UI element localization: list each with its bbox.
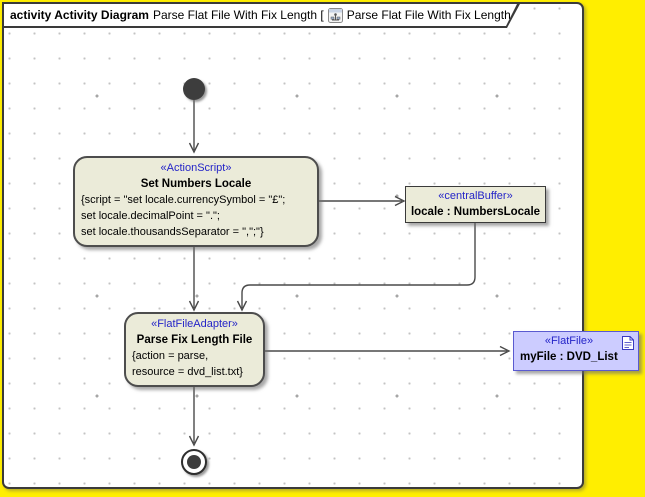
object-name: myFile : DVD_List xyxy=(520,351,618,363)
action-script-line: {action = parse, xyxy=(132,350,209,362)
frame-diagram-name: Parse Flat File With Fix Length [ xyxy=(152,8,324,22)
action-script-line: {script = "set locale.currencySymbol = "… xyxy=(81,194,286,206)
edge-parse-to-final[interactable] xyxy=(188,387,200,447)
edge-setlocale-to-buffer[interactable] xyxy=(319,195,406,207)
stereotype-label: «centralBuffer» xyxy=(438,190,513,202)
edge-initial-to-setlocale[interactable] xyxy=(188,100,200,154)
initial-node[interactable] xyxy=(183,78,205,100)
action-set-numbers-locale[interactable]: «ActionScript» Set Numbers Locale {scrip… xyxy=(73,156,319,247)
action-script-line: set locale.decimalPoint = "."; xyxy=(81,210,220,222)
action-name: Set Numbers Locale xyxy=(140,178,252,190)
edge-parse-to-flatfile[interactable] xyxy=(265,345,511,357)
edge-buffer-to-parse[interactable] xyxy=(236,222,476,312)
frame-name: Parse Flat File With Fix Length ] xyxy=(346,8,518,22)
action-script-line: set locale.thousandsSeparator = ",";"} xyxy=(81,226,264,238)
stereotype-label: «FlatFile» xyxy=(544,335,594,347)
stereotype-label: «FlatFileAdapter» xyxy=(151,318,238,330)
activity-final-node[interactable] xyxy=(181,449,207,475)
object-node-flat-file[interactable]: «FlatFile» myFile : DVD_List xyxy=(513,331,639,371)
action-name: Parse Fix Length File xyxy=(136,334,253,346)
buffer-name: locale : NumbersLocale xyxy=(410,206,541,218)
document-icon xyxy=(622,336,634,350)
stereotype-label: «ActionScript» xyxy=(160,162,232,174)
activity-final-inner-dot xyxy=(187,455,201,469)
edge-setlocale-to-parse[interactable] xyxy=(188,247,200,312)
action-parse-fix-length-file[interactable]: «FlatFileAdapter» Parse Fix Length File … xyxy=(124,312,265,387)
frame-title-pentagon[interactable]: activity Activity Diagram Parse Flat Fil… xyxy=(2,2,521,28)
action-script-line: resource = dvd_list.txt} xyxy=(132,366,243,378)
central-buffer-node[interactable]: «centralBuffer» locale : NumbersLocale xyxy=(405,186,546,223)
frame-keyword: activity Activity Diagram xyxy=(10,8,149,22)
activity-diagram-icon xyxy=(328,8,343,23)
